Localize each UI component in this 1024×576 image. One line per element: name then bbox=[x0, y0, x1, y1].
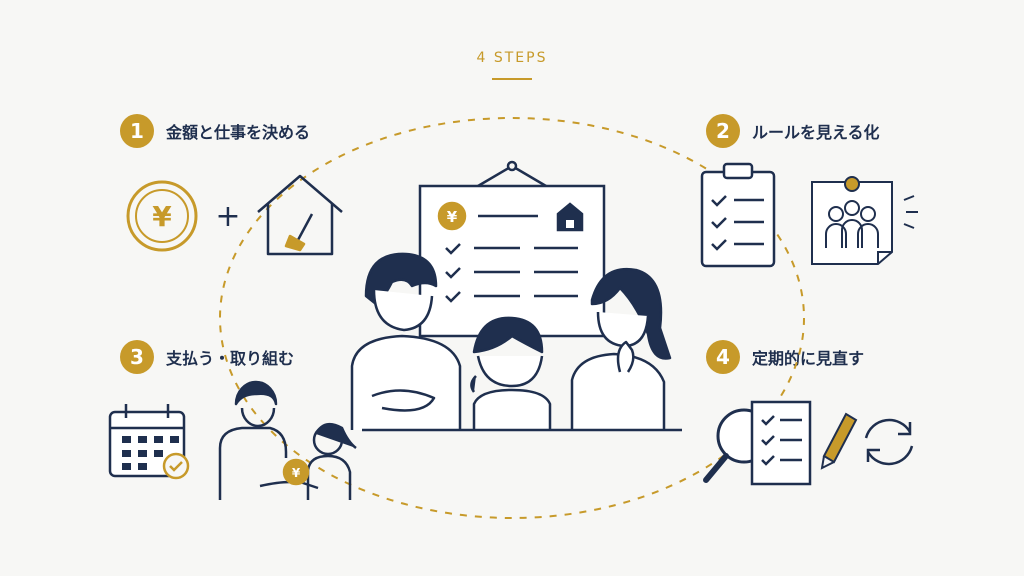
step-4-badge: 4 bbox=[706, 340, 740, 374]
step-3-badge: 3 bbox=[120, 340, 154, 374]
plus-sign: + bbox=[215, 199, 240, 234]
house-broom-icon bbox=[257, 174, 343, 256]
checklist-paper-icon bbox=[750, 400, 812, 486]
step-1-title: 金額と仕事を決める bbox=[166, 123, 311, 142]
step-2-badge: 2 bbox=[706, 114, 740, 148]
family-photo-icon bbox=[811, 176, 918, 265]
step-3: 3 支払う・取り組む bbox=[120, 340, 294, 374]
step-4: 4 定期的に見直す bbox=[706, 340, 864, 374]
step-4-title: 定期的に見直す bbox=[752, 349, 865, 368]
step-1-badge: 1 bbox=[120, 114, 154, 148]
yen-symbol: ¥ bbox=[152, 200, 172, 233]
header-underline bbox=[492, 78, 532, 80]
calendar-check-icon bbox=[108, 404, 190, 480]
coin-yen-symbol: ¥ bbox=[292, 466, 301, 480]
step-2-title: ルールを見える化 bbox=[752, 123, 880, 142]
cycle-ring bbox=[219, 117, 805, 519]
parent-child-payment-illustration: ¥ bbox=[218, 380, 357, 500]
board-yen-symbol: ¥ bbox=[447, 208, 458, 226]
yen-coin-icon: ¥ bbox=[126, 180, 198, 252]
rules-board: ¥ bbox=[418, 160, 606, 338]
step-3-title: 支払う・取り組む bbox=[166, 349, 295, 368]
cycle-arrows-icon bbox=[864, 418, 914, 466]
header-title: 4 STEPS bbox=[476, 50, 548, 66]
family-illustration bbox=[350, 252, 682, 432]
step-2: 2 ルールを見える化 bbox=[706, 114, 880, 148]
pencil-icon bbox=[820, 412, 858, 470]
step-1: 1 金額と仕事を決める bbox=[120, 114, 310, 148]
clipboard-checklist-icon bbox=[700, 162, 776, 268]
